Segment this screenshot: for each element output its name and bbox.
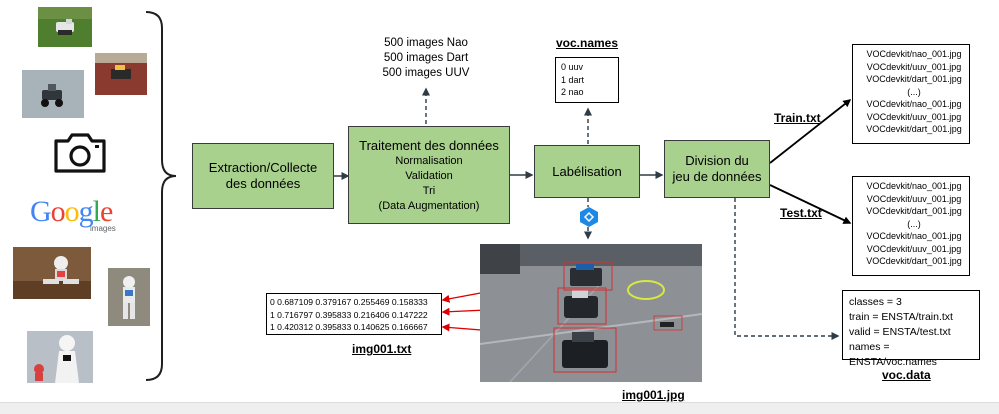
test-line: VOCdevkit/dart_001.jpg xyxy=(866,206,962,216)
traitement-box: Traitement des données Normalisation Val… xyxy=(348,126,510,224)
img-txt-line: 1 0.420312 0.395833 0.140625 0.166667 xyxy=(270,322,428,332)
thumb-dart-red xyxy=(95,53,147,95)
test-line: VOCdevkit/uuv_001.jpg xyxy=(866,193,962,204)
train-line: VOCdevkit/uuv_001.jpg xyxy=(866,61,962,72)
arrow-to-voc-data xyxy=(734,198,840,340)
image-counts: 500 images Nao 500 images Dart 500 image… xyxy=(370,36,482,81)
train-line: VOCdevkit/dart_001.jpg xyxy=(866,124,962,134)
thumb-uuv-grass xyxy=(38,7,92,47)
voc-data-box: classes = 3 train = ENSTA/train.txt vali… xyxy=(842,290,980,368)
google-letter: o xyxy=(50,195,66,228)
test-line: VOCdevkit/uuv_001.jpg xyxy=(866,243,962,254)
train-box: VOCdevkit/nao_001.jpg VOCdevkit/uuv_001.… xyxy=(852,44,970,144)
count-dart: 500 images Dart xyxy=(383,52,469,64)
count-nao: 500 images Nao xyxy=(384,37,468,49)
labelisation-label: Labélisation xyxy=(552,163,622,179)
extraction-line-2: des données xyxy=(225,176,301,191)
google-images-sub: images xyxy=(90,224,116,233)
google-letter: g xyxy=(78,195,94,228)
camera-icon xyxy=(54,133,106,173)
google-letter: e xyxy=(100,195,113,228)
bbox xyxy=(563,261,613,291)
voc-data-line: train = ENSTA/train.txt xyxy=(849,311,953,323)
thumb-nao-standing xyxy=(108,268,150,326)
img-jpg-caption: img001.jpg xyxy=(622,388,685,402)
test-line: VOCdevkit/nao_001.jpg xyxy=(866,231,962,241)
train-line: (...) xyxy=(907,86,921,97)
train-line: VOCdevkit/uuv_001.jpg xyxy=(866,111,962,122)
bbox xyxy=(653,315,683,331)
traitement-line: Normalisation xyxy=(395,155,463,168)
labelimg-icon xyxy=(580,207,598,227)
division-line-2: jeu de données xyxy=(672,169,762,184)
google-letter: o xyxy=(64,195,80,228)
google-letter: G xyxy=(30,195,52,228)
img-txt-box: 0 0.687109 0.379167 0.255469 0.158333 1 … xyxy=(266,293,442,335)
voc-data-title: voc.data xyxy=(882,368,931,382)
bbox xyxy=(557,287,607,325)
google-images-logo: Google images xyxy=(30,195,116,234)
img-txt-line: 0 0.687109 0.379167 0.255469 0.158333 xyxy=(270,297,428,307)
arrow-to-train xyxy=(769,99,852,164)
test-line: VOCdevkit/nao_001.jpg xyxy=(866,181,962,191)
voc-data-line: valid = ENSTA/test.txt xyxy=(849,326,951,338)
voc-names-title: voc.names xyxy=(556,36,619,50)
test-line: (...) xyxy=(907,218,921,229)
test-box: VOCdevkit/nao_001.jpg VOCdevkit/uuv_001.… xyxy=(852,176,970,276)
train-line: VOCdevkit/dart_001.jpg xyxy=(866,74,962,84)
voc-data-line: classes = 3 xyxy=(849,296,902,308)
traitement-line: (Data Augmentation) xyxy=(378,199,480,212)
voc-names-box: 0 uuv 1 dart 2 nao xyxy=(555,57,619,103)
count-uuv: 500 images UUV xyxy=(382,67,470,79)
train-title: Train.txt xyxy=(774,111,821,125)
voc-names-line: 1 dart xyxy=(561,74,585,85)
thumb-pepper xyxy=(27,331,93,383)
traitement-line: Validation xyxy=(405,169,453,182)
extraction-line-1: Extraction/Collecte xyxy=(208,160,318,176)
traitement-line: Tri xyxy=(422,184,436,197)
bbox xyxy=(553,327,617,373)
voc-names-line: 0 uuv xyxy=(561,62,584,72)
voc-data-line: names = ENSTA/voc.names xyxy=(849,341,937,368)
test-line: VOCdevkit/dart_001.jpg xyxy=(866,256,962,266)
voc-names-line: 2 nao xyxy=(561,87,584,97)
img-txt-caption: img001.txt xyxy=(352,342,412,356)
thumb-nao-sitting xyxy=(13,247,91,299)
arrow-to-test xyxy=(769,184,852,224)
train-line: VOCdevkit/nao_001.jpg xyxy=(866,49,962,59)
extraction-box: Extraction/Collecte des données xyxy=(192,143,334,209)
division-box: Division du jeu de données xyxy=(664,140,770,198)
img-txt-line: 1 0.716797 0.395833 0.216406 0.147222 xyxy=(270,309,428,320)
google-letter: l xyxy=(92,195,101,228)
source-brace xyxy=(145,11,177,381)
annotated-image xyxy=(480,244,702,382)
bottom-bar xyxy=(0,402,999,414)
division-line-1: Division du xyxy=(685,153,749,169)
train-line: VOCdevkit/nao_001.jpg xyxy=(866,99,962,109)
thumb-dart-floor xyxy=(22,70,84,118)
traitement-title: Traitement des données xyxy=(359,137,499,153)
labelisation-box: Labélisation xyxy=(534,145,640,198)
test-title: Test.txt xyxy=(780,206,822,220)
